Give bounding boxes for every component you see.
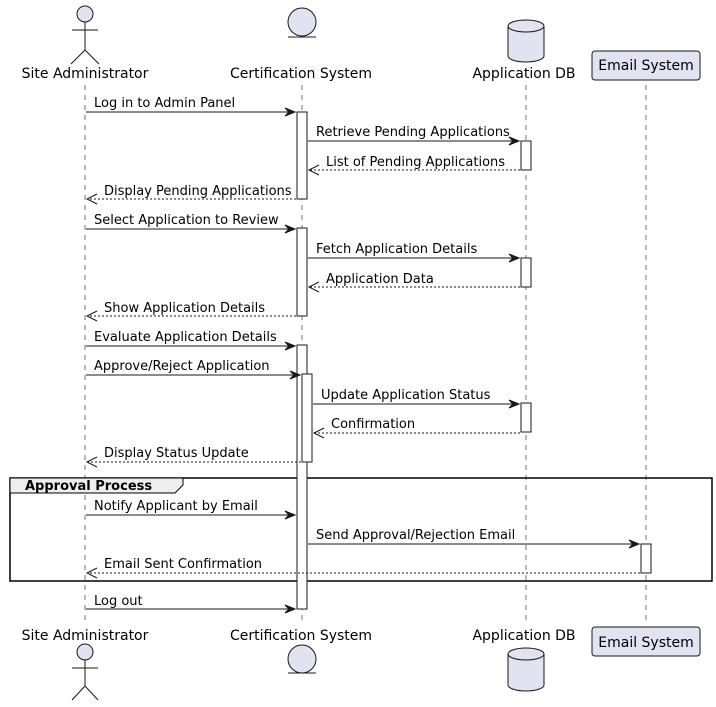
entity-icon: [287, 644, 317, 674]
activation-db-2: [520, 257, 532, 288]
message-show-details: Show Application Details: [85, 301, 296, 322]
participant-label: Certification System: [230, 628, 372, 644]
message-log-out: Log out: [86, 594, 297, 614]
message-send-email: Send Approval/Rejection Email: [308, 528, 641, 549]
arrow-head: [508, 253, 521, 263]
message-list-pending: List of Pending Applications: [307, 155, 520, 176]
message-label: Show Application Details: [104, 301, 265, 316]
message-log-in: Log in to Admin Panel: [86, 96, 297, 117]
message-label: List of Pending Applications: [326, 155, 505, 170]
arrow-head: [508, 399, 521, 409]
arrow-head: [307, 281, 320, 293]
group-frame: [9, 477, 713, 582]
participant-label: Site Administrator: [22, 66, 149, 82]
participant-label: Application DB: [472, 628, 575, 644]
message-label: Select Application to Review: [94, 213, 279, 228]
activation-cert-2: [296, 227, 308, 317]
participant-site-administrator-bottom: Site Administrator: [22, 628, 149, 701]
participant-box: [591, 50, 701, 81]
arrow-head: [85, 193, 98, 205]
participant-site-administrator-top: Site Administrator: [22, 5, 149, 82]
participant-label: Email System: [598, 58, 694, 74]
actor-icon: [70, 5, 100, 65]
participant-application-db-top: Application DB: [472, 19, 576, 82]
message-label: Display Pending Applications: [104, 184, 292, 199]
message-evaluate-details: Evaluate Application Details: [86, 330, 297, 351]
message-application-data: Application Data: [307, 272, 520, 293]
arrow-head: [85, 456, 98, 468]
message-label: Retrieve Pending Applications: [316, 125, 510, 140]
message-label: Confirmation: [331, 417, 415, 432]
message-retrieve-pending: Retrieve Pending Applications: [308, 125, 521, 146]
arrow-head: [284, 224, 297, 234]
message-select-application: Select Application to Review: [86, 213, 297, 234]
message-email-sent: Email Sent Confirmation: [85, 557, 640, 579]
message-update-status: Update Application Status: [313, 388, 521, 409]
group-tab: [9, 477, 184, 494]
participant-box: [591, 626, 701, 657]
message-approve-reject: Approve/Reject Application: [86, 359, 302, 380]
arrow-head: [508, 136, 521, 146]
participant-label: Site Administrator: [22, 628, 149, 644]
arrow-head: [312, 427, 325, 439]
arrow-head: [284, 604, 297, 614]
group-approval-process: Approval Process: [9, 477, 713, 582]
message-label: Approve/Reject Application: [94, 359, 270, 374]
arrow-head: [85, 310, 98, 322]
activation-db-3: [520, 402, 532, 433]
message-display-pending: Display Pending Applications: [85, 184, 296, 205]
message-notify-applicant: Notify Applicant by Email: [86, 499, 297, 520]
entity-icon: [287, 7, 317, 38]
participant-email-system-top: Email System: [591, 50, 701, 81]
message-label: Evaluate Application Details: [94, 330, 277, 345]
activation-email-1: [640, 543, 652, 574]
participant-label: Application DB: [472, 66, 575, 82]
arrow-head: [284, 510, 297, 520]
activation-cert-nested: [301, 373, 313, 463]
message-label: Update Application Status: [321, 388, 491, 403]
message-label: Display Status Update: [104, 446, 249, 461]
group-label: Approval Process: [25, 479, 152, 494]
arrow-head: [289, 370, 302, 380]
participant-application-db-bottom: Application DB: [472, 628, 576, 692]
arrow-head: [85, 567, 98, 579]
arrow-head: [284, 107, 297, 117]
message-label: Log out: [94, 594, 143, 609]
database-icon: [507, 19, 545, 63]
arrow-head: [307, 164, 320, 176]
message-label: Email Sent Confirmation: [104, 557, 262, 572]
participant-certification-system-top: Certification System: [230, 7, 372, 82]
message-label: Log in to Admin Panel: [94, 96, 235, 111]
message-display-status: Display Status Update: [85, 446, 301, 468]
message-label: Send Approval/Rejection Email: [316, 528, 515, 543]
actor-icon: [71, 643, 99, 701]
message-label: Notify Applicant by Email: [94, 499, 258, 514]
arrow-head: [628, 539, 641, 549]
activation-db-1: [520, 140, 532, 171]
arrow-head: [284, 341, 297, 351]
participant-label: Certification System: [230, 66, 372, 82]
message-confirmation: Confirmation: [312, 417, 520, 439]
participant-certification-system-bottom: Certification System: [230, 628, 372, 674]
message-label: Application Data: [326, 272, 434, 287]
activation-cert-1: [296, 111, 308, 200]
participant-email-system-bottom: Email System: [591, 626, 701, 657]
message-label: Fetch Application Details: [316, 242, 477, 257]
participant-label: Email System: [598, 635, 694, 651]
activation-cert-3: [296, 344, 308, 610]
message-fetch-details: Fetch Application Details: [308, 242, 521, 263]
database-icon: [507, 647, 545, 692]
